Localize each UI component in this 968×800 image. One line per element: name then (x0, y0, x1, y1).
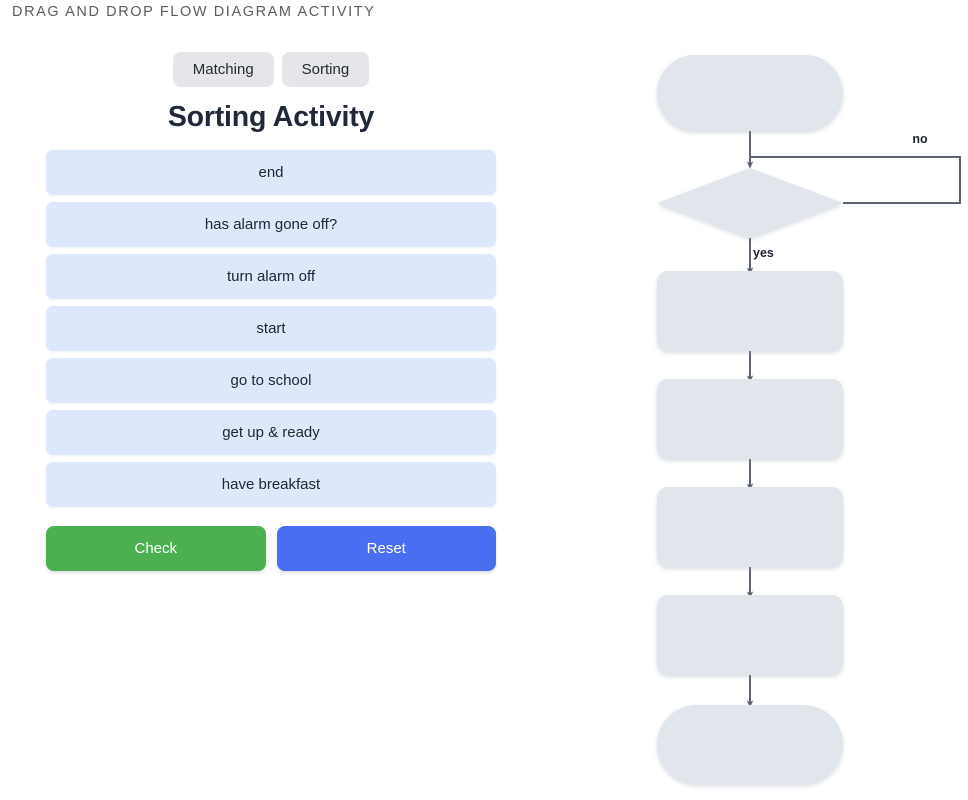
page-title: Drag and drop flow diagram activity (12, 4, 376, 20)
flow-diagram-canvas: no yes (657, 55, 961, 784)
list-item[interactable]: end (46, 150, 496, 196)
flow-node-start-dropzone[interactable] (657, 55, 843, 131)
edge-label-no: no (912, 132, 928, 146)
sorting-panel: Matching Sorting Sorting Activity end ha… (46, 52, 496, 572)
list-item[interactable]: get up & ready (46, 410, 496, 456)
action-button-row: Check Reset (46, 526, 496, 572)
flow-node-end-dropzone[interactable] (657, 705, 843, 784)
flow-node-decision-dropzone[interactable] (657, 168, 843, 238)
edge-label-yes: yes (753, 246, 774, 260)
flow-node-step1-dropzone[interactable] (657, 271, 843, 351)
list-item[interactable]: have breakfast (46, 462, 496, 508)
activity-tabs: Matching Sorting (46, 52, 496, 88)
reset-button[interactable]: Reset (276, 526, 496, 572)
draggable-item-list: end has alarm gone off? turn alarm off s… (46, 150, 496, 508)
connector-no-loop (750, 156, 961, 204)
activity-title: Sorting Activity (167, 101, 375, 134)
list-item[interactable]: start (46, 306, 496, 352)
tab-matching[interactable]: Matching (172, 52, 274, 88)
check-button[interactable]: Check (46, 526, 266, 572)
tab-sorting[interactable]: Sorting (281, 52, 370, 88)
list-item[interactable]: has alarm gone off? (46, 202, 496, 248)
flow-node-step3-dropzone[interactable] (657, 487, 843, 567)
list-item[interactable]: go to school (46, 358, 496, 404)
flow-node-step2-dropzone[interactable] (657, 379, 843, 459)
flow-diagram: no yes (600, 0, 968, 800)
flow-node-step4-dropzone[interactable] (657, 595, 843, 675)
list-item[interactable]: turn alarm off (46, 254, 496, 300)
